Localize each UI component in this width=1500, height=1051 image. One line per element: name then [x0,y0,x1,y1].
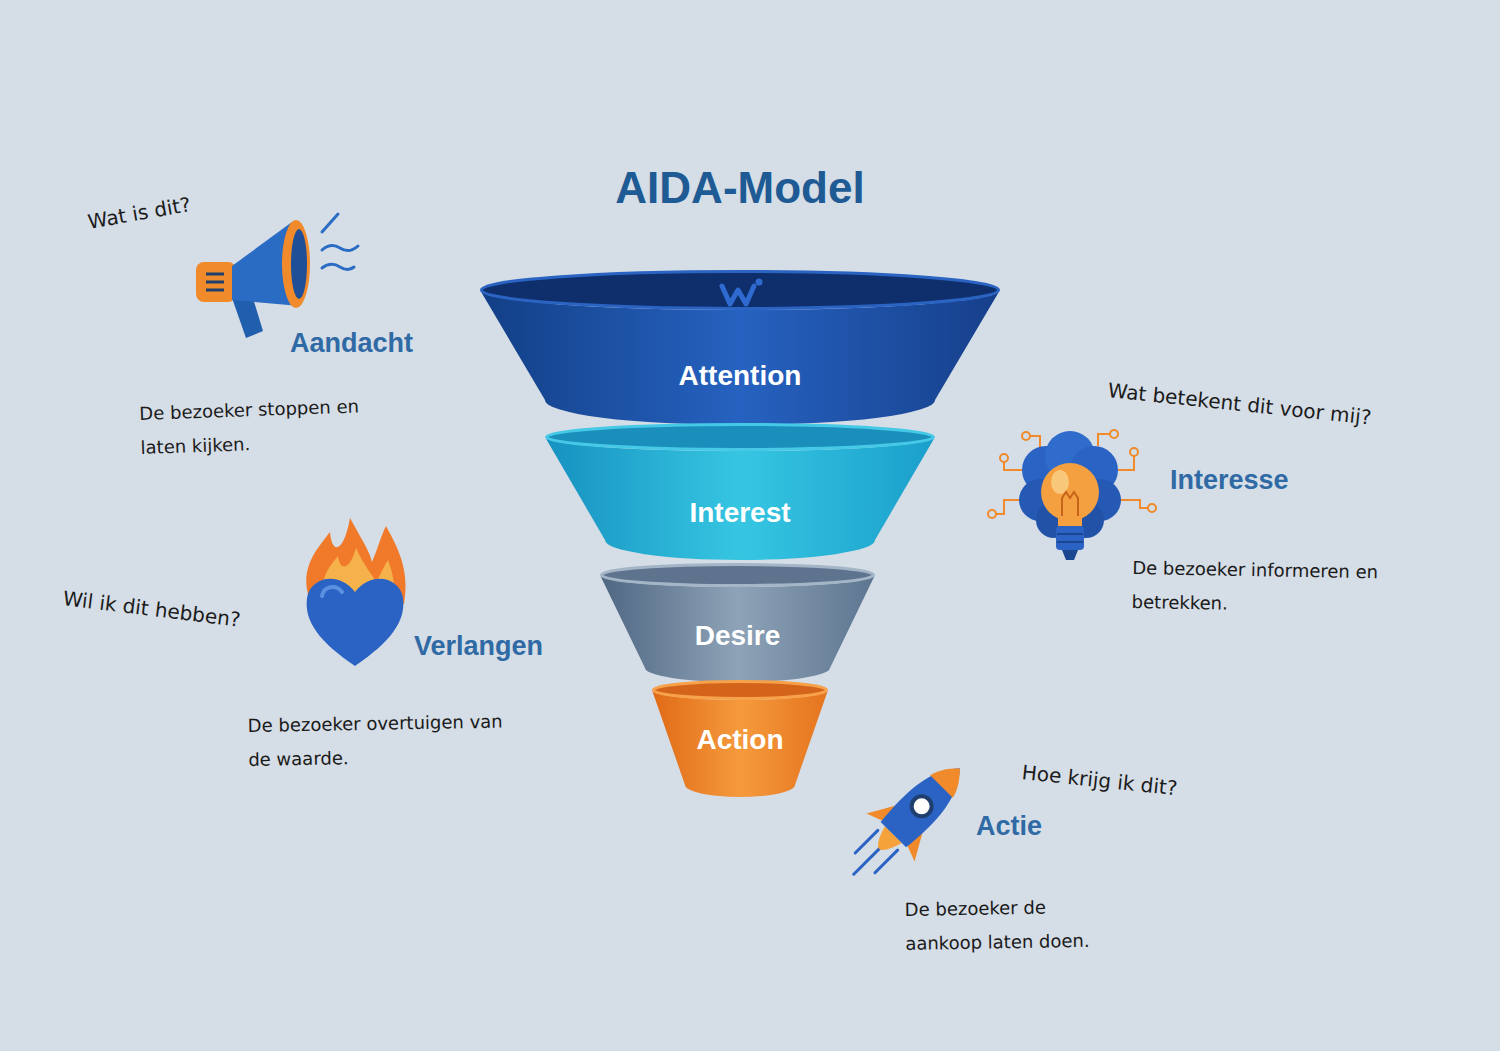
heart-icon [306,518,405,666]
funnel-band-shape [480,270,1000,430]
bulb-filament [1062,492,1078,516]
funnel-band-rim [482,272,999,309]
funnel-band-rim [602,565,874,586]
circuit-node [1022,432,1030,440]
speed-line [855,830,878,853]
circuit-line [1004,462,1022,470]
funnel-band-rim [654,682,827,699]
circuit-node [1110,430,1118,438]
circuit-line [1098,434,1110,446]
step-description: De bezoeker stoppen en laten kijken. [139,389,373,465]
step-description: De bezoeker overtuigen van de waarde. [247,704,516,777]
funnel-band-body [480,290,1000,425]
sound-wave [322,214,338,232]
circuit-node [988,510,996,518]
funnel-band-rim [547,425,934,450]
logo-mark [722,286,754,304]
stage-label: Desire [600,620,875,652]
diagram-title: AIDA-Model [0,163,1480,213]
circuit-line [1118,456,1134,470]
stage-label: Action [652,724,828,756]
step-heading: Verlangen [414,631,543,662]
step-heading: Interesse [1170,465,1289,496]
stage-label: Attention [480,360,1000,392]
bulb-glass [1041,463,1099,521]
bulb-thread [1057,541,1083,543]
step-question: Hoe krijg ik dit? [1021,760,1179,800]
bulb-tip [1062,550,1078,560]
funnel-band-shape [545,423,935,563]
rocket-body [879,754,973,848]
megaphone-icon [196,214,358,338]
funnel-band-body [545,437,935,560]
circuit-node [1130,448,1138,456]
stage-label: Interest [545,497,935,529]
funnel-band: Action [652,680,828,800]
speed-line [875,850,898,873]
funnel-band: Desire [600,563,875,685]
megaphone-back [196,262,236,302]
heart-highlight [322,587,342,596]
circuit-line [1120,500,1148,508]
circuit-line [1030,436,1040,448]
sound-wave [322,264,354,269]
step-question: Wat is dit? [86,192,193,234]
circuit-node [1000,454,1008,462]
circuit-line [996,500,1020,514]
logo-dot [756,279,763,286]
rocket-icon [830,744,984,898]
funnel-band: Interest [545,423,935,563]
step-description: De bezoeker de aankoop laten doen. [904,889,1127,961]
sound-wave [322,245,358,250]
funnel-band-body [652,690,828,797]
bulb-base [1056,526,1084,550]
step-question: Wat betekent dit voor mij? [1107,378,1373,430]
heart [307,579,404,666]
rocket-nose [930,757,971,798]
megaphone-line [206,281,224,284]
step-heading: Aandacht [290,328,413,359]
megaphone-line [206,289,224,292]
step-question: Wil ik dit hebben? [62,586,242,632]
step-description: De bezoeker informeren en betrekken. [1131,551,1400,624]
funnel-band: Attention [480,270,1000,430]
megaphone-opening [291,229,307,299]
funnel-band-body [600,575,875,682]
bulb-thread [1057,533,1083,535]
megaphone-rim [282,220,310,308]
bulb-neck [1058,516,1082,526]
brain-bulb-icon [988,430,1156,560]
megaphone-line [206,273,224,276]
step-heading: Actie [976,811,1042,842]
bulb-highlight [1051,470,1069,494]
circuit-node [1148,504,1156,512]
rocket-window [908,792,936,820]
